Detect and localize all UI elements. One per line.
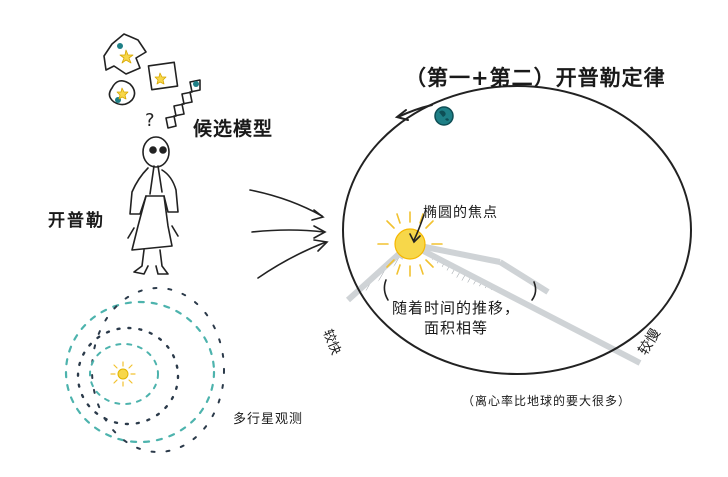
- direction-arrow: [394, 104, 433, 121]
- equal-area-brackets: [383, 279, 537, 301]
- observation-label: 多行星观测: [233, 412, 304, 427]
- equal-area-label: 随着时间的推移， 面积相等: [392, 298, 520, 338]
- slow-edge-2: [408, 241, 642, 366]
- kepler-label: 开普勒: [48, 211, 105, 231]
- candidate-models-label: 候选模型: [193, 118, 274, 140]
- equal-area-line-1: 随着时间的推移，: [392, 299, 521, 317]
- eccentricity-note: （离心率比地球的要大很多）: [462, 394, 632, 408]
- earth-planet: [434, 106, 454, 126]
- observation-orbits: [64, 287, 225, 453]
- focus-label: 椭圆的焦点: [423, 205, 498, 221]
- elliptical-orbit: [342, 85, 692, 375]
- focus-pointer: [409, 214, 425, 244]
- sun-focus: [377, 211, 443, 277]
- convergence-arrows: [249, 189, 329, 279]
- page-title: （第一+第二）开普勒定律: [405, 66, 666, 90]
- question-mark: ?: [145, 110, 155, 131]
- kepler-figure: [127, 136, 179, 275]
- candidate-models-sketch: [103, 33, 201, 129]
- equal-area-line-2: 面积相等: [424, 319, 489, 337]
